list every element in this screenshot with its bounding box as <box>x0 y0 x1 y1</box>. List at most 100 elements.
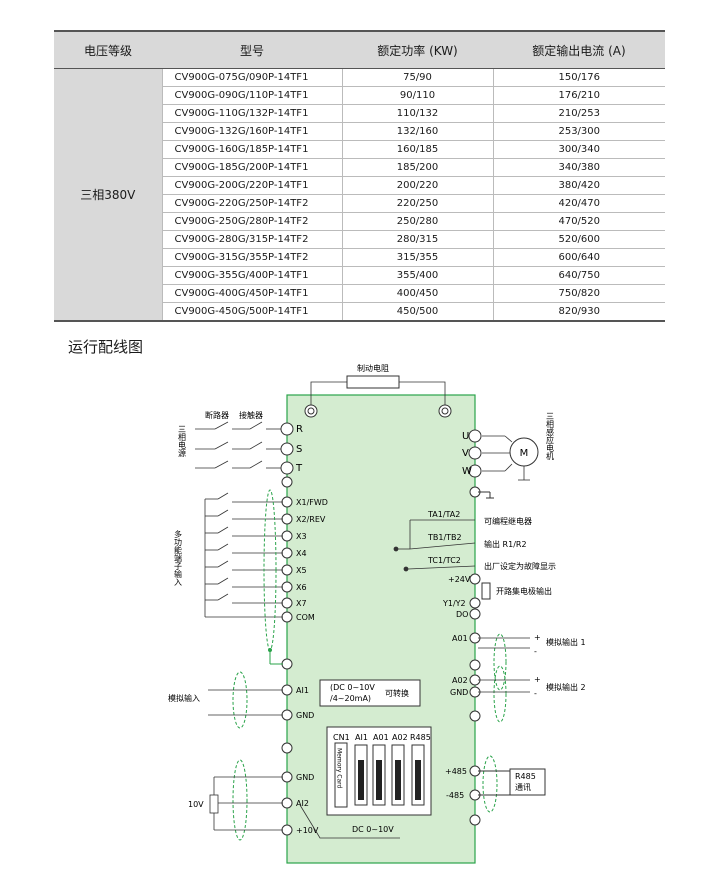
dip-switch-slider <box>358 760 364 800</box>
cell-power: 250/280 <box>341 212 493 231</box>
ground-terminal <box>281 658 293 670</box>
power-supply-label: 三相电源 <box>178 425 187 458</box>
ao2-plus: + <box>534 675 541 684</box>
relay-label: 可编程继电器 <box>484 516 532 526</box>
dip-label: A01 <box>373 733 389 742</box>
header-model: 型号 <box>162 30 342 69</box>
cell-current: 253/300 <box>492 122 665 141</box>
right-terminal-label: +24V <box>448 575 471 584</box>
dip-label: A02 <box>392 733 408 742</box>
right-terminal-label: DO <box>456 610 468 619</box>
fault-label: 出厂设定为故障显示 <box>484 561 556 571</box>
left-terminal <box>281 513 293 525</box>
brake-resistor-label: 制动电阻 <box>357 363 389 373</box>
tb-label: TB1/TB2 <box>427 533 462 542</box>
ai1-range-1: (DC 0~10V <box>330 683 375 692</box>
cell-power: 160/185 <box>341 140 493 159</box>
cell-current: 340/380 <box>492 158 665 177</box>
cell-model: CV900G-400G/450P-14TF1 <box>161 284 342 303</box>
relay-out-label: 输出 R1/R2 <box>484 539 527 549</box>
right-terminal-label: W <box>462 466 472 477</box>
cell-current: 420/470 <box>492 194 665 213</box>
dip-switch-slider <box>376 760 382 800</box>
left-terminal <box>281 797 293 809</box>
right-terminal-label: V <box>462 448 469 459</box>
ground-terminal <box>469 710 481 722</box>
left-terminal-label: COM <box>296 613 315 622</box>
switch-lines <box>204 492 283 618</box>
right-terminal-label: A02 <box>452 676 468 685</box>
tc-label: TC1/TC2 <box>427 556 461 565</box>
left-terminal-label: X3 <box>296 532 307 541</box>
left-terminal-label: X7 <box>296 599 307 608</box>
switchable-label: 可转换 <box>385 688 409 698</box>
ao1-minus: - <box>534 647 537 656</box>
left-terminal-label: AI2 <box>296 799 309 808</box>
right-terminal-label: U <box>462 431 469 442</box>
cell-model: CV900G-450G/500P-14TF1 <box>161 302 342 322</box>
left-terminal-label: AI1 <box>296 686 309 695</box>
cell-model: CV900G-160G/185P-14TF1 <box>161 140 342 159</box>
left-terminal <box>280 461 294 475</box>
ground-terminal <box>281 476 293 488</box>
left-terminal-label: R <box>296 424 303 435</box>
cell-current: 820/930 <box>492 302 665 322</box>
open-collector-label: 开路集电极输出 <box>496 586 552 596</box>
r485-label-1: R485 <box>515 772 536 781</box>
cell-model: CV900G-355G/400P-14TF1 <box>161 266 342 285</box>
cell-model: CV900G-090G/110P-14TF1 <box>161 86 342 105</box>
contactor-label: 接触器 <box>239 410 263 420</box>
cell-model: CV900G-220G/250P-14TF2 <box>161 194 342 213</box>
left-terminal <box>281 611 293 623</box>
brake-resistor-box <box>346 375 400 389</box>
left-terminal-label: T <box>295 463 303 474</box>
left-terminal-label: GND <box>296 773 314 782</box>
dip-label: R485 <box>410 733 431 742</box>
cell-current: 470/520 <box>492 212 665 231</box>
ta-label: TA1/TA2 <box>427 510 460 519</box>
voltage-group-cell: 三相380V <box>54 68 162 322</box>
ground-terminal <box>469 814 481 826</box>
analog-out1-label: 模拟输出 1 <box>546 637 586 647</box>
right-terminal <box>468 464 482 478</box>
ao2-minus: - <box>534 689 537 698</box>
left-terminal <box>281 597 293 609</box>
ai1-range-2: /4~20mA) <box>330 694 371 703</box>
cell-model: CV900G-075G/090P-14TF1 <box>161 68 342 87</box>
cell-power: 450/500 <box>341 302 493 322</box>
cell-power: 75/90 <box>341 68 493 87</box>
motor-label: 三相感应电机 <box>546 412 555 461</box>
left-terminal <box>280 442 294 456</box>
left-terminal-label: X4 <box>296 549 307 558</box>
left-terminal-label: X1/FWD <box>296 498 328 507</box>
left-terminal-label: +10V <box>296 826 319 835</box>
right-terminal <box>469 597 481 609</box>
right-terminal-label: -485 <box>446 791 464 800</box>
dip-switch-slider <box>415 760 421 800</box>
header-current: 额定输出电流 (A) <box>493 30 665 69</box>
dip-label: CN1 <box>333 733 350 742</box>
cell-current: 300/340 <box>492 140 665 159</box>
pot-label: 10V <box>188 800 204 809</box>
right-terminal-label: +485 <box>445 767 467 776</box>
power-lines <box>195 421 282 469</box>
cell-current: 520/600 <box>492 230 665 249</box>
left-terminal <box>281 547 293 559</box>
cell-current: 640/750 <box>492 266 665 285</box>
memory-card-label: Memory Card <box>336 748 343 789</box>
left-terminal <box>281 530 293 542</box>
right-terminal <box>469 608 481 620</box>
cell-power: 185/200 <box>341 158 493 177</box>
